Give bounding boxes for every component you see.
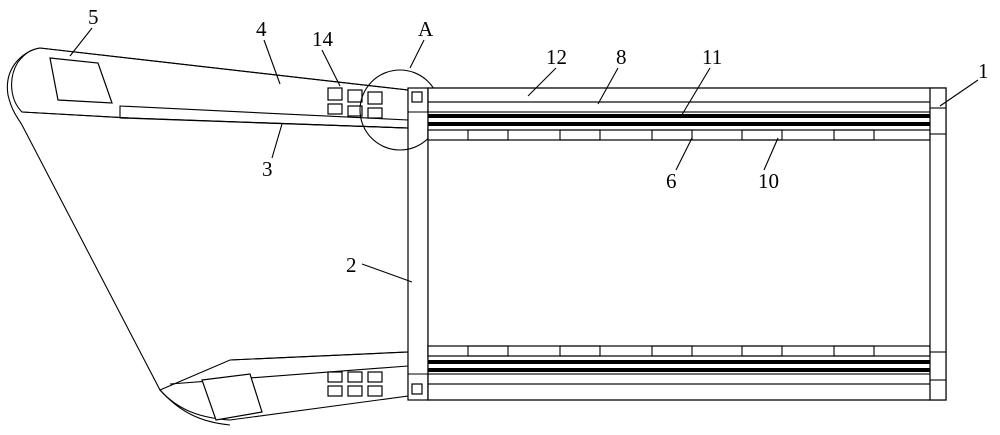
connector-plate: [407, 87, 429, 401]
label-5: 5: [88, 5, 99, 29]
label-8: 8: [616, 45, 627, 69]
label-a: A: [418, 17, 434, 41]
funnel-body: [6, 47, 409, 426]
label-6: 6: [666, 169, 677, 193]
label-2: 2: [346, 253, 357, 277]
label-14: 14: [312, 27, 334, 51]
upper-block-14: [327, 87, 383, 119]
label-12: 12: [546, 45, 567, 69]
leader-lines: [69, 27, 979, 283]
tube-body: [427, 87, 947, 401]
lower-block-14: [327, 371, 383, 397]
label-11: 11: [702, 45, 722, 69]
label-10: 10: [758, 169, 779, 193]
label-1: 1: [978, 59, 989, 83]
label-3: 3: [262, 157, 273, 181]
label-4: 4: [256, 17, 267, 41]
